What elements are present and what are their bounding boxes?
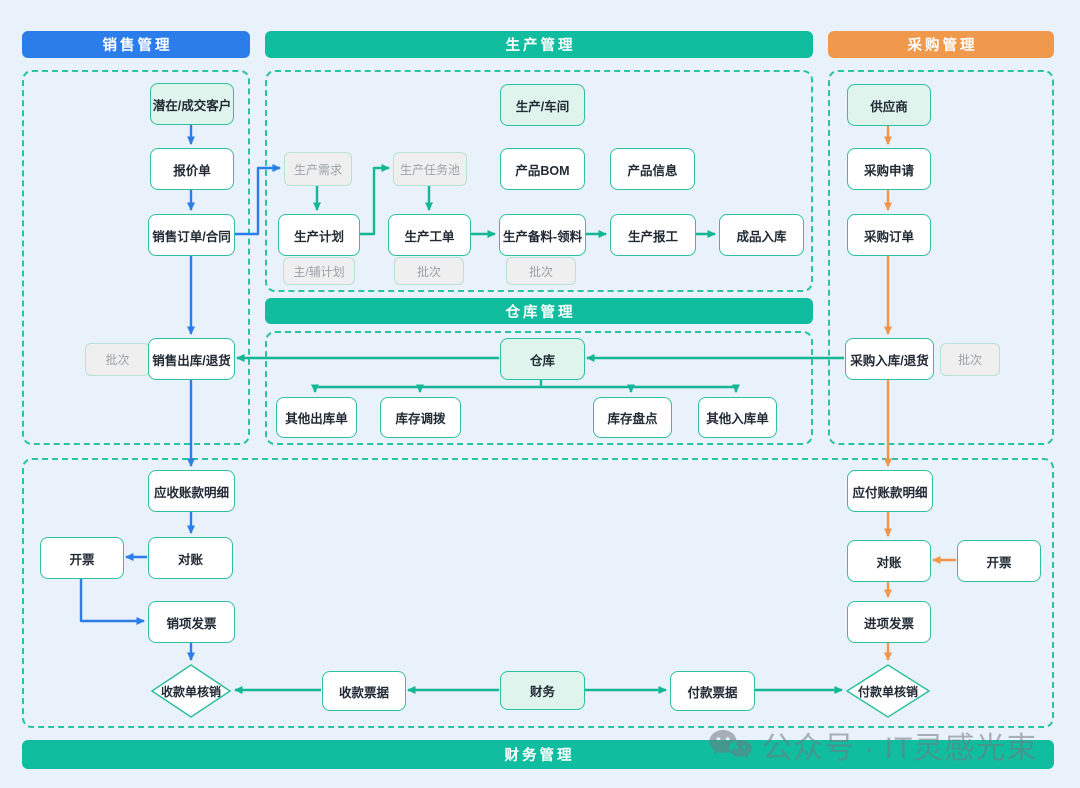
tag-production-demand: 生产需求 bbox=[284, 152, 352, 186]
node-sales-order: 销售订单/合同 bbox=[148, 214, 235, 256]
node-workshop: 生产/车间 bbox=[500, 84, 585, 126]
node-production-plan: 生产计划 bbox=[278, 214, 360, 256]
node-purchase-inbound: 采购入库/退货 bbox=[845, 338, 934, 380]
node-sales-outbound: 销售出库/退货 bbox=[148, 338, 235, 380]
watermark-text: 公众号 · IT灵感光束 bbox=[762, 732, 1038, 765]
tag-sales-batch: 批次 bbox=[85, 343, 150, 376]
tag-material-batch: 批次 bbox=[506, 257, 576, 285]
node-accounts-receivable: 应收账款明细 bbox=[148, 470, 235, 512]
node-invoicing-right: 开票 bbox=[957, 540, 1041, 582]
finance-header-bar: 财务管理 bbox=[22, 740, 1054, 769]
diamond-shape bbox=[846, 664, 930, 718]
node-payment-note: 付款票据 bbox=[670, 671, 755, 711]
node-stock-transfer: 库存调拨 bbox=[380, 397, 461, 438]
node-stocktake: 库存盘点 bbox=[593, 397, 672, 438]
node-purchase-request: 采购申请 bbox=[847, 148, 931, 190]
sales-section-container bbox=[22, 70, 250, 445]
node-reconciliation-right: 对账 bbox=[847, 540, 931, 582]
node-input-invoice: 进项发票 bbox=[847, 601, 931, 643]
node-work-order: 生产工单 bbox=[388, 214, 471, 256]
node-product-info: 产品信息 bbox=[610, 148, 695, 190]
node-purchase-order: 采购订单 bbox=[847, 214, 931, 256]
tag-task-pool: 生产任务池 bbox=[393, 152, 467, 186]
warehouse-section-container bbox=[265, 331, 813, 445]
node-invoicing-left: 开票 bbox=[40, 537, 124, 579]
warehouse-header-bar: 仓库管理 bbox=[265, 298, 813, 324]
sales-header-bar: 销售管理 bbox=[22, 31, 250, 58]
node-material-picking: 生产备料-领料 bbox=[499, 214, 586, 256]
node-quotation: 报价单 bbox=[150, 148, 234, 190]
purchase-section-container bbox=[828, 70, 1054, 445]
purchase-header-bar: 采购管理 bbox=[828, 31, 1054, 58]
node-warehouse: 仓库 bbox=[500, 338, 585, 380]
finance-section-container bbox=[22, 458, 1054, 728]
watermark: 公众号 · IT灵感光束 bbox=[708, 722, 1037, 768]
node-receipt-writeoff: 收款单核销 bbox=[151, 664, 231, 718]
tag-purchase-batch: 批次 bbox=[940, 343, 1000, 376]
node-potential-customer: 潜在/成交客户 bbox=[150, 83, 234, 125]
node-accounts-payable: 应付账款明细 bbox=[847, 470, 933, 512]
node-reconciliation-left: 对账 bbox=[148, 537, 233, 579]
node-production-report: 生产报工 bbox=[610, 214, 696, 256]
node-other-outbound: 其他出库单 bbox=[276, 397, 357, 438]
node-finance-dept: 财务 bbox=[500, 671, 585, 710]
node-supplier: 供应商 bbox=[847, 84, 931, 126]
production-header-bar: 生产管理 bbox=[265, 31, 813, 58]
node-finished-inbound: 成品入库 bbox=[719, 214, 804, 256]
tag-main-aux-plan: 主/辅计划 bbox=[283, 257, 355, 285]
node-sales-invoice: 销项发票 bbox=[148, 601, 235, 643]
diamond-shape bbox=[151, 664, 231, 718]
node-product-bom: 产品BOM bbox=[500, 148, 585, 190]
wechat-icon bbox=[709, 730, 752, 759]
node-payment-writeoff: 付款单核销 bbox=[846, 664, 930, 718]
tag-work-order-batch: 批次 bbox=[394, 257, 464, 285]
node-other-inbound: 其他入库单 bbox=[698, 397, 777, 438]
node-receipt-note: 收款票据 bbox=[322, 671, 406, 711]
